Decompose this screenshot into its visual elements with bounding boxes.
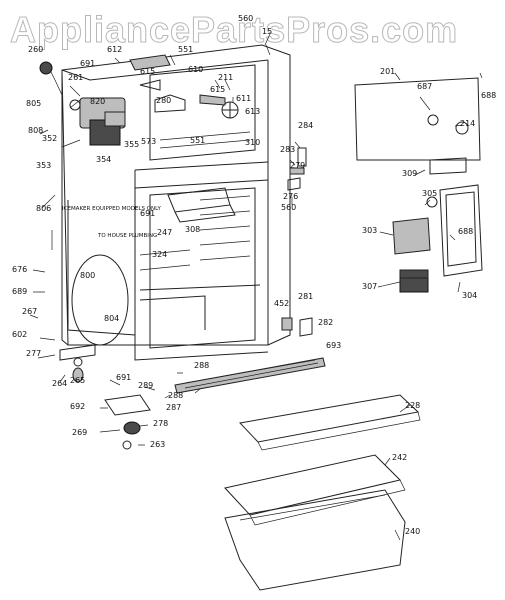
callout-label: 352 — [42, 134, 57, 143]
callout-label: 265 — [70, 376, 85, 385]
callout-label: 242 — [392, 453, 407, 462]
callout-label: 691 — [116, 373, 131, 382]
callout-label: 820 — [90, 97, 105, 106]
callout-label: 551 — [190, 136, 205, 145]
callout-label: 804 — [104, 314, 119, 323]
callout-label: 689 — [12, 287, 27, 296]
callout-label: 687 — [417, 82, 432, 91]
icemaker-assembly — [39, 61, 126, 146]
callout-label: 261 — [68, 73, 83, 82]
callout-label: 353 — [36, 161, 51, 170]
callout-label: 573 — [141, 137, 156, 146]
callout-label: 247 — [157, 228, 172, 237]
callout-label: 613 — [245, 107, 260, 116]
callout-labels: 560 15 612 551 691 615 610 211 260 261 820 805 280 61… — [12, 14, 496, 536]
callout-label: 354 — [96, 155, 111, 164]
door-assembly — [354, 77, 483, 293]
callout-label: 276 — [283, 192, 298, 201]
callout-label: 611 — [236, 94, 251, 103]
callout-label: 612 — [107, 45, 122, 54]
callout-label: 260 — [28, 45, 43, 54]
callout-label: 281 — [298, 292, 313, 301]
callout-label: 309 — [402, 169, 417, 178]
callout-label: 289 — [138, 381, 153, 390]
callout-label: 560 — [238, 14, 253, 23]
callout-label: 201 — [380, 67, 395, 76]
callout-label: 228 — [405, 401, 420, 410]
callout-label: 688 — [481, 91, 496, 100]
callout-label: 284 — [298, 121, 313, 130]
callout-label: 324 — [152, 250, 167, 259]
callout-label: 263 — [150, 440, 165, 449]
callout-label: 277 — [26, 349, 41, 358]
plumbing-note: TO HOUSE PLUMBING — [97, 233, 157, 239]
callout-label: 355 — [124, 140, 139, 149]
callout-label: 808 — [28, 126, 43, 135]
callout-label: 287 — [166, 403, 181, 412]
callout-label: 691 — [80, 59, 95, 68]
fan-assembly — [129, 54, 239, 119]
interior-shelf — [167, 187, 236, 223]
icemaker-note: ICEMAKER EQUIPPED MODELS ONLY — [62, 206, 162, 212]
callout-label: 267 — [22, 307, 37, 316]
callout-label: 264 — [52, 379, 67, 388]
callout-label: 310 — [245, 138, 260, 147]
callout-label: 288 — [168, 391, 183, 400]
callout-label: 602 — [12, 330, 27, 339]
callout-label: 691 — [140, 209, 155, 218]
callout-label: 452 — [274, 299, 289, 308]
callout-label: 551 — [178, 45, 193, 54]
callout-label: 806 — [36, 204, 51, 213]
callout-label: 214 — [460, 119, 475, 128]
callout-label: 305 — [422, 189, 437, 198]
callout-label: 283 — [280, 145, 295, 154]
callout-label: 693 — [326, 341, 341, 350]
callout-label: 307 — [362, 282, 377, 291]
callout-label: 615 — [210, 85, 225, 94]
callout-label: 303 — [362, 226, 377, 235]
callout-label: 278 — [153, 419, 168, 428]
callout-label: 288 — [194, 361, 209, 370]
callout-label: 304 — [462, 291, 477, 300]
callout-label: 211 — [218, 73, 233, 82]
lower-assemblies — [59, 344, 421, 591]
cabinet — [61, 44, 291, 361]
callout-label: 676 — [12, 265, 27, 274]
callout-label: 279 — [290, 161, 305, 170]
right-small-parts — [281, 147, 313, 337]
callout-label: 610 — [188, 65, 203, 74]
callout-label: 805 — [26, 99, 41, 108]
callout-label: 692 — [70, 402, 85, 411]
callout-label: 280 — [156, 96, 171, 105]
callout-label: 308 — [185, 225, 200, 234]
callout-label: 615 — [140, 67, 155, 76]
watermark: AppliancePartsPros.com — [10, 9, 458, 50]
callout-label: 688 — [458, 227, 473, 236]
leader-lines — [29, 33, 483, 541]
callout-label: 282 — [318, 318, 333, 327]
callout-label: 800 — [80, 271, 95, 280]
callout-label: 269 — [72, 428, 87, 437]
callout-label: 240 — [405, 527, 420, 536]
callout-label: 560 — [281, 203, 296, 212]
callout-label: 15 — [262, 27, 272, 36]
